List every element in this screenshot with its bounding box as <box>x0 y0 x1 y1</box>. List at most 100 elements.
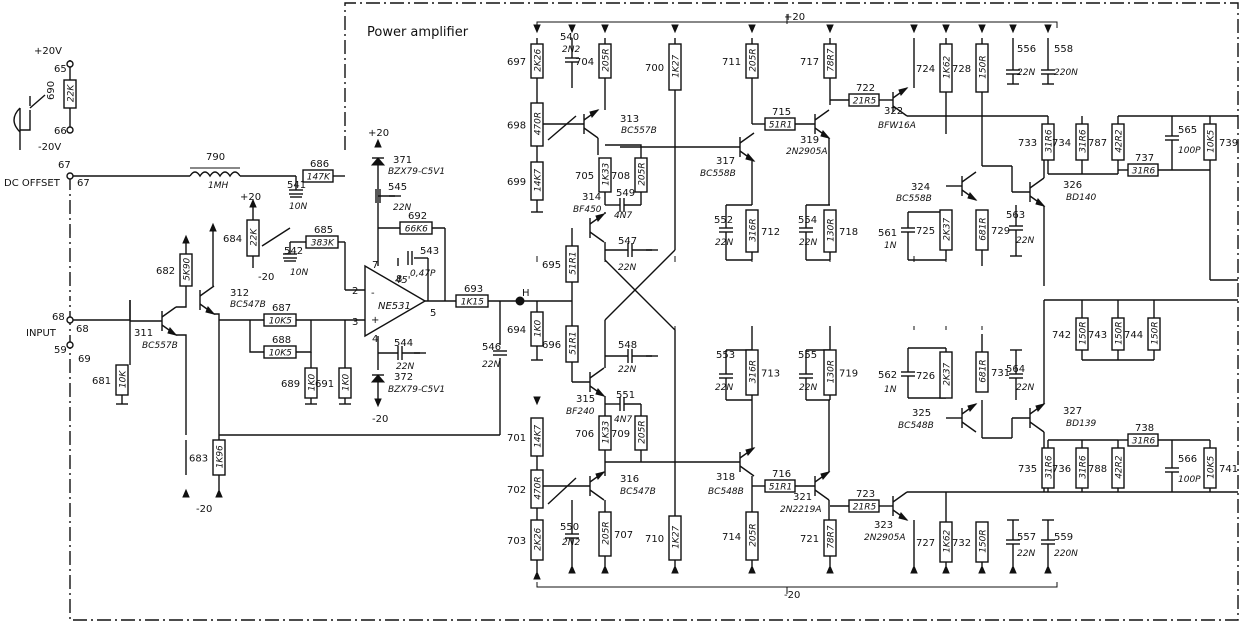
supply-arrow-down <box>910 24 918 34</box>
pin69-label: 69 <box>78 354 91 365</box>
plus20-r684: +20 <box>240 192 261 203</box>
c_t317-arrow <box>745 153 756 162</box>
c_r716-body <box>764 479 796 493</box>
c_c543-value: 0,47P <box>410 269 436 279</box>
d372-ref: 372 <box>394 372 413 383</box>
c_t325-emitter <box>961 421 977 433</box>
c_r710-ref: 710 <box>645 534 664 545</box>
c_t326-ref: 326 <box>1063 180 1082 191</box>
c_r713-ref: 713 <box>761 369 780 380</box>
c_c550-value: 2N2 <box>562 538 580 548</box>
c_c555-ref: 555 <box>798 350 817 361</box>
r735-resistor: 31R6 <box>1041 447 1055 489</box>
c_r744-body <box>1147 317 1161 351</box>
c_r744-value: 150R <box>1151 321 1161 344</box>
c_r727-ref: 727 <box>916 538 935 549</box>
c_r742-value: 150R <box>1079 321 1089 344</box>
zener-372 <box>370 374 386 383</box>
c_c566-value: 100P <box>1178 475 1201 485</box>
offset-wiper <box>29 94 46 109</box>
c_r682-body <box>179 253 193 287</box>
c_r714-ref: 714 <box>722 532 741 543</box>
d372-value: BZX79-C5V1 <box>388 385 445 395</box>
terminal <box>66 60 74 68</box>
c_c553-ref: 553 <box>716 350 735 361</box>
r727-resistor: 1K62 <box>939 521 953 563</box>
supply-arrow-up <box>826 564 834 574</box>
c541-capacitor <box>289 189 303 195</box>
supply-arrow-down <box>942 24 950 34</box>
c_t313-arrow <box>589 109 600 118</box>
c558-capacitor <box>1041 69 1055 75</box>
c_t324-arrow <box>967 192 978 201</box>
c_r700-value: 1K27 <box>672 54 682 77</box>
c547-capacitor <box>627 243 633 257</box>
r692-resistor: 66K6 <box>399 221 433 235</box>
c_r738-value: 31R6 <box>1132 437 1156 447</box>
c_r704-body <box>598 43 612 79</box>
t324-transistor <box>961 171 978 201</box>
c_c551-value: 4N7 <box>614 415 632 425</box>
c_t313-ref: 313 <box>620 114 639 125</box>
supply-arrow-up <box>1044 564 1052 574</box>
c_c555-value: 22N <box>799 383 817 393</box>
title: Power amplifier <box>367 25 469 40</box>
c_r718-body <box>823 209 837 253</box>
c_t327-value: BD139 <box>1066 419 1097 429</box>
c_c552-value: 22N <box>715 238 733 248</box>
dc-offset-label: DC OFFSET <box>4 178 61 189</box>
c_r732-body <box>975 521 989 563</box>
supply-arrow-up <box>215 488 223 498</box>
c_c553-value: 22N <box>715 383 733 393</box>
wire <box>20 110 31 131</box>
supply-arrow-up <box>942 564 950 574</box>
c_r724-body <box>939 43 953 93</box>
c_t312-value: BC547B <box>230 300 266 310</box>
c_r717-body <box>823 43 837 79</box>
r689-resistor: 1K0 <box>304 367 318 399</box>
c_c548-value: 22N <box>618 365 636 375</box>
c_t325-ref: 325 <box>912 408 931 419</box>
c_t315-ref: 315 <box>576 394 595 405</box>
r725-resistor: 2K37 <box>939 209 953 251</box>
c_r727-value: 1K62 <box>943 529 953 552</box>
r712-resistor: 316R <box>745 209 759 253</box>
r698-wiper <box>547 115 577 141</box>
c_r739-ref: 739 <box>1219 138 1238 149</box>
c_r743-body <box>1111 317 1125 351</box>
c_r712-value: 316R <box>749 218 759 241</box>
supply-arrow-up <box>533 570 541 580</box>
c_r734-value: 31R6 <box>1079 129 1089 153</box>
t321-transistor <box>814 471 831 501</box>
r726-resistor: 2K37 <box>939 351 953 399</box>
c_c543-ref: 543 <box>420 246 439 257</box>
cross-wire-b <box>604 249 676 321</box>
c_t323-value: 2N2905A <box>864 533 906 543</box>
t322-transistor <box>892 87 909 117</box>
c_r729-ref: 729 <box>991 226 1010 237</box>
wire <box>605 144 642 158</box>
c_c548-ref: 548 <box>618 340 637 351</box>
c_r687-value: 10K5 <box>269 317 292 327</box>
offset-switch <box>13 107 21 133</box>
c542-capacitor <box>283 253 297 259</box>
c_r715-body <box>764 117 796 131</box>
c540-capacitor <box>565 57 579 63</box>
c_r683-value: 1K96 <box>216 445 226 468</box>
c_c557-ref: 557 <box>1017 532 1036 543</box>
r723-resistor: 21R5 <box>848 499 880 513</box>
c_c566-ref: 566 <box>1178 454 1197 465</box>
c_r736-value: 31R6 <box>1079 455 1089 479</box>
c559-capacitor <box>1041 539 1055 545</box>
c_r700-body <box>668 43 682 91</box>
r698-resistor: 470R <box>530 102 544 147</box>
opamp-pin2: 2 <box>352 286 358 297</box>
c_c550-ref: 550 <box>560 522 579 533</box>
c_c562-value: 1N <box>884 385 897 395</box>
r715-resistor: 51R1 <box>764 117 796 131</box>
node-h-label: H <box>522 288 530 299</box>
c_c563-ref: 563 <box>1006 210 1025 221</box>
r716-resistor: 51R1 <box>764 479 796 493</box>
c_c562-ref: 562 <box>878 370 897 381</box>
